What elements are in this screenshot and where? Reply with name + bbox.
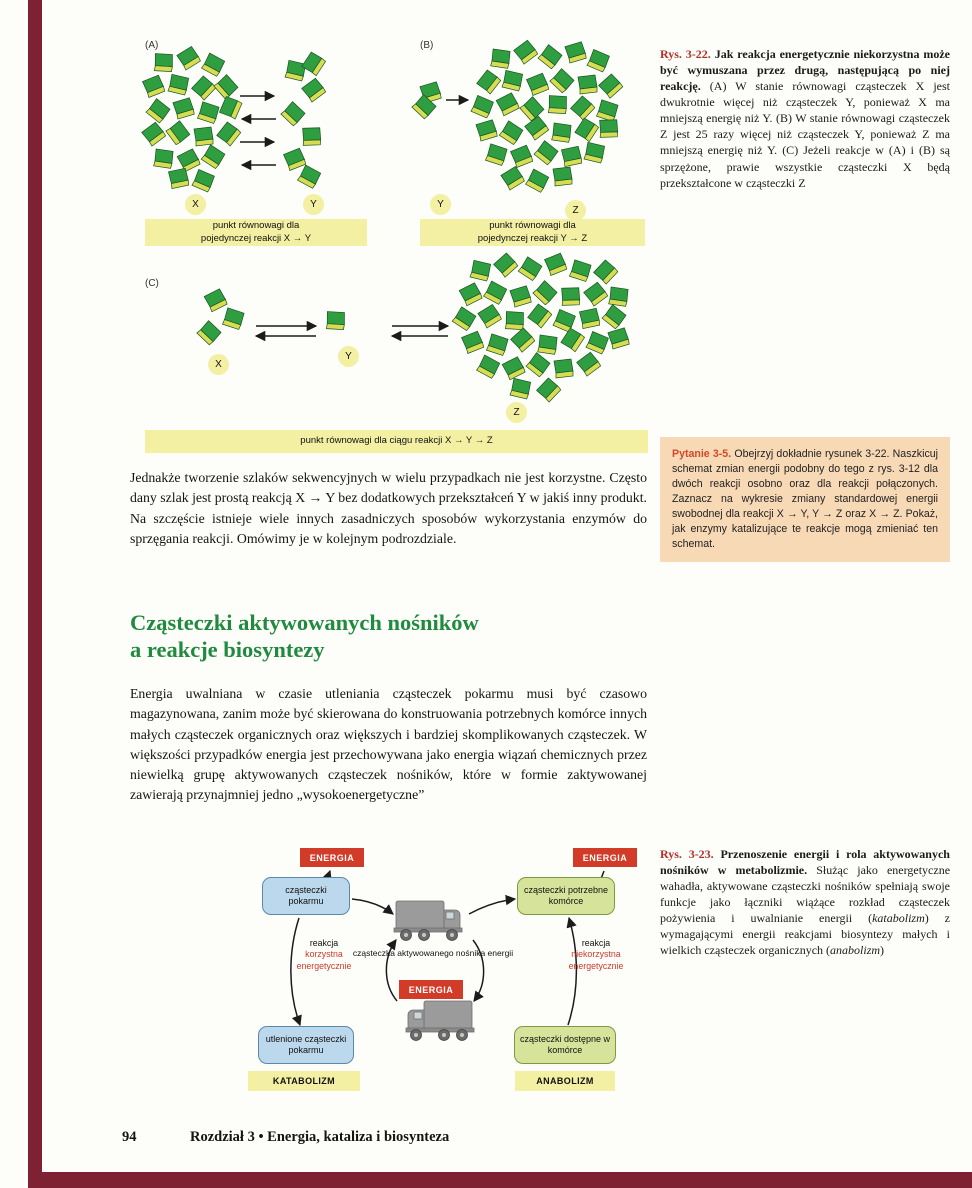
carrier-molecule-label: cząsteczka aktywowanego nośnika energii <box>352 948 514 958</box>
label-z-panel-b: Z <box>565 200 586 221</box>
energy-carrier-truck-upper <box>393 900 463 941</box>
equilibrium-arrows <box>240 90 470 342</box>
page-number: 94 <box>122 1129 137 1145</box>
label-x-panel-a: X <box>185 194 206 215</box>
cluster-y-panel-b <box>410 81 442 121</box>
section-heading: Cząsteczki aktywowanych nośników a reakc… <box>130 610 479 662</box>
question-box: Pytanie 3-5. Obejrzyj dokładnie rysunek … <box>660 437 950 563</box>
figure-3-22-caption: Rys. 3-22. Jak reakcja energetycznie nie… <box>660 47 951 190</box>
question-lead: Pytanie 3-5. <box>672 448 732 460</box>
equilibrium-caption-b: punkt równowagi dla pojedynczej reakcji … <box>420 219 645 246</box>
food-molecules-box: cząsteczki pokarmu <box>262 877 350 915</box>
cluster-y-panel-c <box>324 309 347 332</box>
label-y-panel-c: Y <box>338 346 359 367</box>
figure-3-23-caption: Rys. 3-23. Przenoszenie energii i rola a… <box>660 847 951 958</box>
energia-box-right: ENERGIA <box>573 848 637 867</box>
cluster-x-panel-c <box>195 287 247 347</box>
cluster-z-panel-b <box>468 38 625 195</box>
page-edge-left <box>28 0 42 1188</box>
equilibrium-caption-a: punkt równowagi dla pojedynczej reakcji … <box>145 219 367 246</box>
equilibrium-caption-c: punkt równowagi dla ciągu reakcji X → Y … <box>145 430 648 453</box>
cluster-y-panel-a <box>279 50 328 191</box>
energy-carrier-truck-lower <box>405 1000 475 1041</box>
chapter-footer: Rozdział 3 • Energia, kataliza i biosynt… <box>190 1129 450 1145</box>
page-edge-bottom <box>28 1172 972 1188</box>
label-z-panel-c: Z <box>506 402 527 423</box>
cluster-z-panel-c <box>450 251 631 404</box>
available-molecules-box: cząsteczki dostępne w komórce <box>514 1026 616 1064</box>
label-y-panel-a: Y <box>303 194 324 215</box>
energia-box-carrier: ENERGIA <box>399 980 463 999</box>
figure-3-23-caption-lead: Rys. 3-23. <box>660 847 714 861</box>
cluster-x-panel-a <box>140 45 245 195</box>
unfavorable-reaction-label: reakcja niekorzystna energetycznie <box>568 938 624 971</box>
needed-molecules-box: cząsteczki potrzebne komórce <box>517 877 615 915</box>
favorable-reaction-label: reakcja korzystna energetycznie <box>296 938 352 971</box>
oxidized-molecules-box: utlenione cząsteczki pokarmu <box>258 1026 354 1064</box>
label-y-panel-b: Y <box>430 194 451 215</box>
panel-c-label: (C) <box>145 278 159 289</box>
panel-b-label: (B) <box>420 40 434 51</box>
energia-box-left: ENERGIA <box>300 848 364 867</box>
katabolizm-bar: KATABOLIZM <box>248 1071 360 1091</box>
figure-3-23-illustration <box>290 869 605 1041</box>
panel-a-label: (A) <box>145 40 159 51</box>
anabolizm-bar: ANABOLIZM <box>515 1071 615 1091</box>
figure-3-22-illustration <box>140 38 631 404</box>
figure-3-22-caption-lead: Rys. 3-22. <box>660 47 711 61</box>
label-x-panel-c: X <box>208 354 229 375</box>
paragraph-2: Energia uwalniana w czasie utleniania cz… <box>130 686 647 803</box>
paragraph-1: Jednakże tworzenie szlaków sekwencyjnych… <box>130 470 647 546</box>
